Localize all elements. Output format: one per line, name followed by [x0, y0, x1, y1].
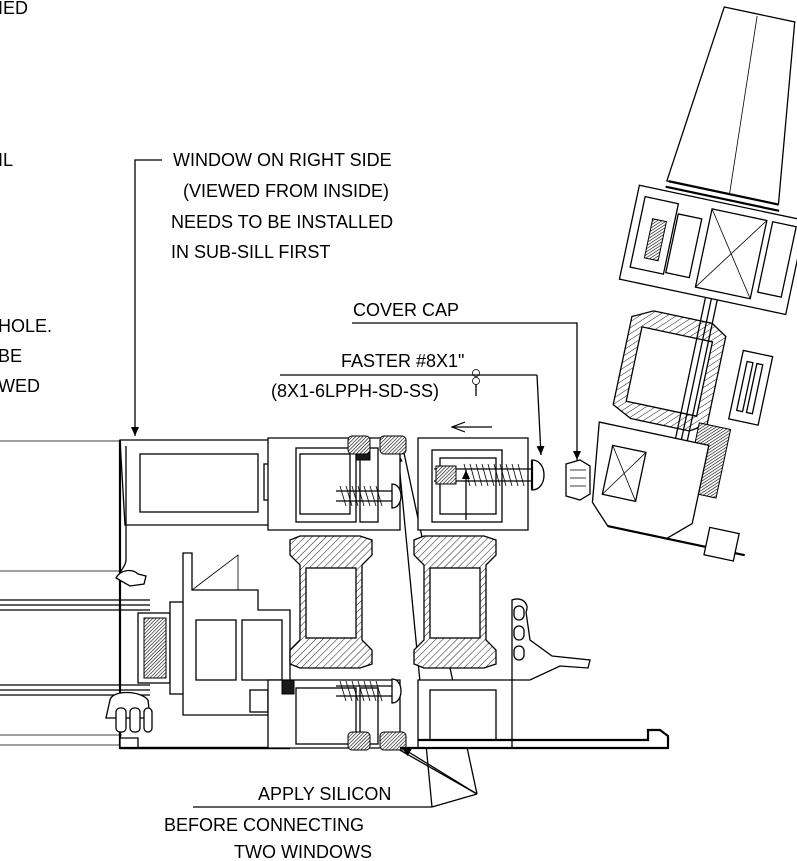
fastener-label-line-2: (8X1-6LPPH-SD-SS) — [271, 381, 439, 401]
label-fragment-hole-3: WED — [0, 376, 40, 396]
reference-lines — [0, 440, 122, 746]
label-fragment-hole-2: BE — [0, 346, 22, 366]
fastener-screw — [434, 459, 545, 491]
center-mullion-right — [400, 427, 670, 750]
silicon-leader-bottom-b — [401, 747, 478, 795]
window-note: WINDOW ON RIGHT SIDE (VIEWED FROM INSIDE… — [171, 150, 393, 262]
window-note-line-4: IN SUB-SILL FIRST — [171, 242, 330, 262]
cover-cap-leader — [352, 322, 581, 460]
silicon-note-line-3: TWO WINDOWS — [234, 842, 372, 861]
center-mullion-left — [267, 435, 407, 751]
cover-cap-part — [565, 459, 591, 501]
silicon-note: APPLY SILICON BEFORE CONNECTING TWO WIND… — [164, 784, 391, 861]
fastener-leader-circle-b — [472, 377, 480, 385]
label-fragment-sill: IL — [0, 150, 13, 170]
label-fragment-hole-1: HOLE. — [0, 316, 52, 336]
fastener-leader-circle-a — [472, 369, 480, 377]
window-note-leader — [131, 159, 162, 436]
cover-cap-label: COVER CAP — [353, 300, 459, 320]
window-note-line-3: NEEDS TO BE INSTALLED — [171, 212, 393, 232]
fastener-label-line-1: FASTER #8X1" — [341, 351, 464, 371]
label-fragment-installed: IED — [0, 0, 28, 18]
window-note-line-2: (VIEWED FROM INSIDE) — [183, 181, 389, 201]
window-note-line-1: WINDOW ON RIGHT SIDE — [173, 150, 392, 170]
left-window-frame — [0, 439, 291, 750]
silicon-note-line-2: BEFORE CONNECTING — [164, 815, 364, 835]
rotated-sash-assembly — [591, 6, 797, 562]
silicon-note-line-1: APPLY SILICON — [258, 784, 391, 804]
screw-lower-left — [336, 678, 402, 704]
fastener-leader — [536, 374, 545, 456]
screw-upper-left — [336, 483, 402, 509]
silicon-leader-right — [431, 793, 478, 808]
